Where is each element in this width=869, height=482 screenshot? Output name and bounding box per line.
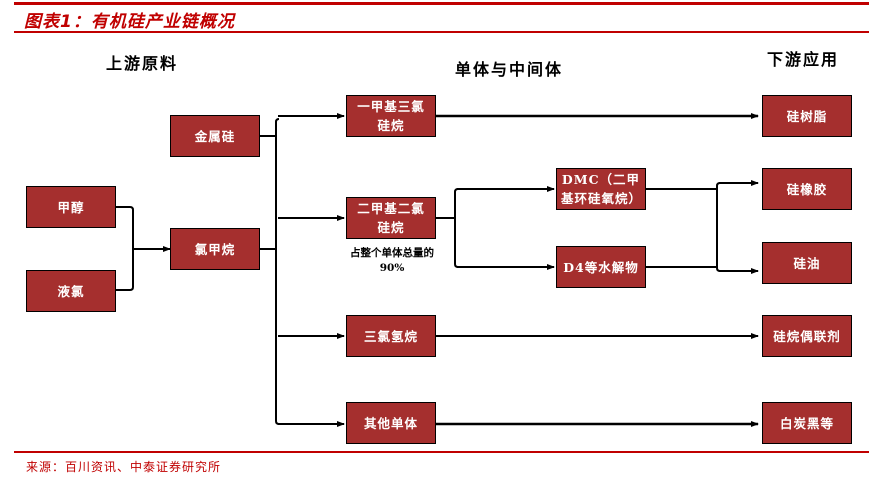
node-silicone-rubber: 硅橡胶 <box>762 168 852 210</box>
node-methanol: 甲醇 <box>26 186 116 228</box>
monomer-trunk <box>275 118 280 425</box>
footer-rule <box>14 451 869 453</box>
top-rule <box>14 2 869 5</box>
downstream-branch <box>716 182 721 272</box>
node-trichlorosilane: 三氯氢烷 <box>346 315 436 357</box>
node-silane-coupling-agent: 硅烷偶联剂 <box>762 315 852 357</box>
node-metal-silicon: 金属硅 <box>170 115 260 157</box>
node-white-carbon-black: 白炭黑等 <box>762 402 852 444</box>
node-chloromethane: 氯甲烷 <box>170 228 260 270</box>
column-header-midstream: 单体与中间体 <box>455 60 564 79</box>
node-silicone-resin: 硅树脂 <box>762 95 852 137</box>
column-header-downstream: 下游应用 <box>767 50 840 69</box>
column-header-upstream: 上游原料 <box>106 54 179 73</box>
node-d4-hydrolysate: D4等水解物 <box>556 246 646 288</box>
node-silicone-oil: 硅油 <box>762 242 852 284</box>
connector-raw-merge <box>116 206 134 291</box>
figure-title: 图表1：有机硅产业链概况 <box>24 12 235 32</box>
source-note: 来源：百川资讯、中泰证券研究所 <box>26 460 222 474</box>
intermediate-branch <box>454 188 459 268</box>
node-other-monomers: 其他单体 <box>346 402 436 444</box>
title-rule <box>14 31 869 33</box>
node-liquid-chlorine: 液氯 <box>26 270 116 312</box>
node-dimethyldichlorosilane: 二甲基二氯硅烷 <box>346 197 436 239</box>
node-dmc: DMC（二甲基环硅氧烷） <box>556 168 646 210</box>
annotation-share: 占整个单体总量的90% <box>350 247 434 274</box>
node-methyltrichlorosilane: 一甲基三氯硅烷 <box>346 95 436 137</box>
